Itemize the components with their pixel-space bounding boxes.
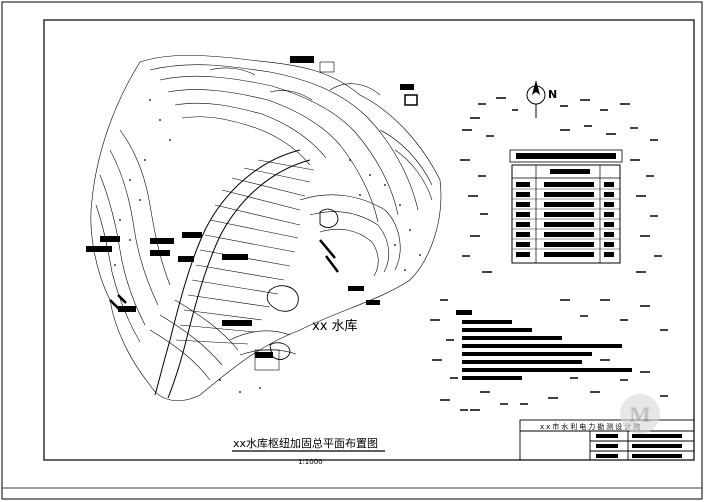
- title-block-cells: [596, 434, 682, 458]
- north-label: N: [548, 88, 557, 101]
- inner-frame: [43, 19, 695, 461]
- legend-table: [509, 149, 623, 264]
- dimension-marks: [430, 97, 668, 411]
- svg-text:M: M: [629, 403, 651, 427]
- drawing-scale: 1:1000: [298, 458, 323, 466]
- notes-block: [456, 310, 632, 380]
- title-block-header: xx市水利电力勘测设计院: [540, 422, 642, 431]
- watermark-logo: M: [620, 394, 660, 434]
- reservoir-label: xx 水库: [312, 318, 358, 334]
- survey-points: [114, 99, 421, 393]
- map-annotation-blocks: [86, 56, 414, 358]
- topographic-map: [90, 55, 442, 402]
- drawing-title: xx水库枢纽加固总平面布置图: [233, 436, 378, 450]
- north-arrow-icon: [526, 80, 546, 118]
- title-block: [519, 419, 695, 461]
